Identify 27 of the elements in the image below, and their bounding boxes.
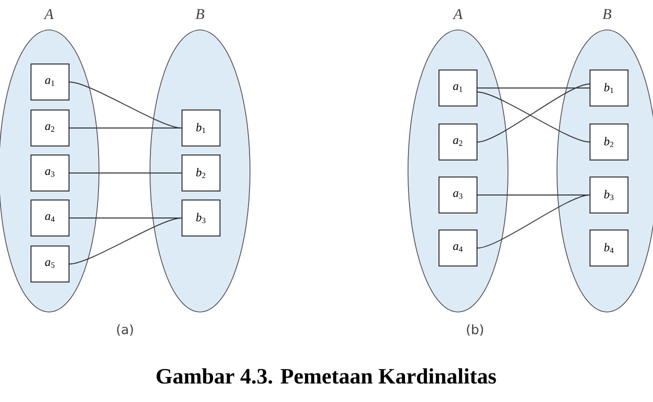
connector-line bbox=[477, 194, 590, 196]
element-box: a$_{3}$ bbox=[438, 176, 478, 214]
node-label: A bbox=[452, 9, 463, 19]
connector-line bbox=[69, 172, 182, 174]
element-box: a$_{4}$ bbox=[30, 200, 70, 236]
element-box: b$_{4}$ bbox=[590, 230, 628, 266]
element-box: a$_{3}$ bbox=[30, 154, 70, 192]
element-box: a$_{4}$ bbox=[438, 230, 478, 266]
element-box: b$_{1}$ bbox=[590, 70, 628, 106]
node-label: B bbox=[196, 9, 204, 19]
element-box: b$_{3}$ bbox=[182, 200, 220, 236]
caption: Gambar 4.3. Pemetaan Kardinalitas bbox=[156, 368, 496, 384]
panel-label: (a) bbox=[117, 324, 133, 336]
node-label: B bbox=[602, 9, 612, 19]
element-box: a$_{2}$ bbox=[438, 124, 478, 160]
connector-line bbox=[69, 218, 182, 264]
element-box: a$_{5}$ bbox=[30, 246, 70, 282]
element-box: b$_{2}$ bbox=[182, 154, 220, 192]
node-label: A bbox=[44, 9, 54, 19]
element-box: a$_{2}$ bbox=[30, 110, 70, 146]
element-box: b$_{1}$ bbox=[182, 110, 220, 146]
element-box: b$_{3}$ bbox=[590, 176, 628, 214]
element-box: b$_{2}$ bbox=[590, 124, 628, 160]
element-box: a$_{1}$ bbox=[438, 70, 478, 106]
element-box: a$_{1}$ bbox=[30, 64, 70, 100]
connector-line bbox=[477, 194, 590, 248]
panel-label: (b) bbox=[466, 324, 484, 336]
